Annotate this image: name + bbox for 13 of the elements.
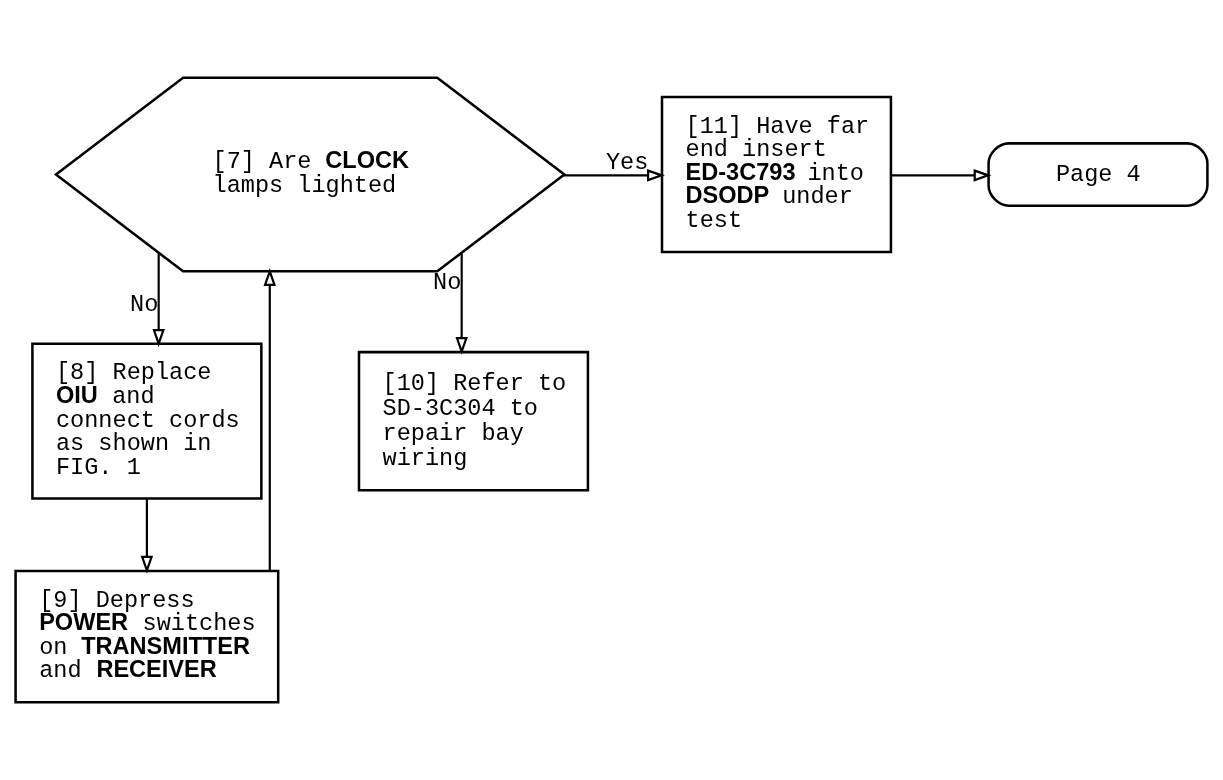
- arrow: [891, 169, 992, 182]
- node-box: [11] Have far end insert ED-3C793 into DSODP under test: [660, 95, 893, 254]
- arrow: [563, 169, 665, 182]
- arrow: [152, 253, 165, 347]
- arrow: [140, 498, 154, 574]
- node-box: [9] Depress POWER switches on TRANSMITTER and RECEIVER: [14, 569, 280, 704]
- edge-label: Yes: [605, 148, 649, 176]
- node-box: [10] Refer to SD-3C304 to repair bay wiring: [357, 350, 590, 492]
- node-box: [8] Replace OIU and connect cords as shown in FIG. 1: [31, 342, 263, 500]
- arrow: [263, 268, 277, 571]
- node-box: Page 4: [987, 142, 1209, 207]
- edge-label: No: [130, 290, 159, 318]
- arrow: [455, 253, 468, 355]
